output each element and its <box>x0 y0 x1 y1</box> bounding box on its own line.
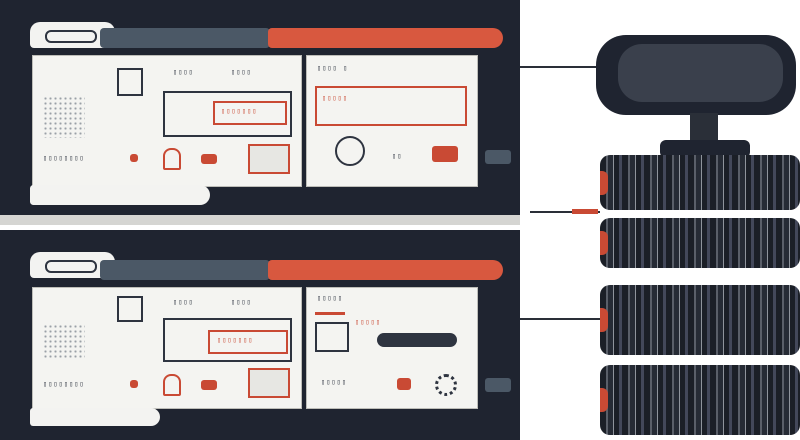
grid-icon <box>43 96 85 138</box>
bottom-left-red-label-box <box>208 330 288 354</box>
top-unit-slate-strip <box>100 28 270 48</box>
bottom-unit-red-strip <box>268 260 503 280</box>
top-unit-base <box>30 185 210 205</box>
top-cable <box>520 66 610 68</box>
bottom-right-code-a: ▯▯▯▯▯ <box>317 294 344 302</box>
bottom-left-keypad <box>248 368 290 398</box>
bottom-left-indicator <box>130 380 138 388</box>
adapter-collar <box>660 140 750 158</box>
lower-cable <box>520 318 600 320</box>
bottom-left-code-b: ▯▯▯▯ <box>231 298 252 306</box>
block-3-red-tip <box>600 308 608 332</box>
top-left-code-b: ▯▯▯▯ <box>231 68 252 76</box>
top-right-code-a: ▯▯▯▯ ▯ <box>317 64 349 72</box>
plug-icon <box>163 148 181 170</box>
bottom-right-panel: ▯▯▯▯▯ ▯▯▯▯▯ ▯▯▯▯▯ <box>306 287 478 409</box>
bottom-unit-handle-slot <box>45 260 97 273</box>
bottom-right-button[interactable] <box>397 378 411 390</box>
heat-sink-block-4 <box>600 365 800 435</box>
bottom-left-screen-frame <box>117 296 143 322</box>
bottom-left-footer-label: ▯▯▯▯▯▯▯▯ <box>43 380 85 388</box>
top-left-keypad <box>248 144 290 174</box>
adapter-plug-face <box>618 44 783 102</box>
top-right-footer-label: ▯▯ <box>392 152 403 160</box>
mid-cable <box>530 211 600 213</box>
grid-icon <box>43 324 85 360</box>
top-left-slider[interactable] <box>201 154 217 164</box>
bottom-left-panel: ▯▯▯▯ ▯▯▯▯ ▯▯▯▯▯▯▯ ▯▯▯▯▯▯▯▯ <box>32 287 302 409</box>
power-icon <box>335 136 365 166</box>
top-left-display <box>163 91 292 137</box>
top-left-panel: ▯▯▯▯ ▯▯▯▯ ▯▯▯▯▯▯▯ ▯▯▯▯▯▯▯▯ <box>32 55 302 187</box>
mid-divider <box>0 215 520 225</box>
bottom-left-red-label: ▯▯▯▯▯▯▯ <box>217 336 254 344</box>
bottom-right-switch[interactable] <box>377 333 457 347</box>
bottom-left-code-a: ▯▯▯▯ <box>173 298 194 306</box>
bottom-unit-port <box>485 378 511 392</box>
mid-cable-tip <box>572 209 598 214</box>
top-right-button[interactable] <box>432 146 458 162</box>
top-unit-handle-slot <box>45 30 97 43</box>
top-right-red-label: ▯▯▯▯▯ <box>322 94 349 102</box>
gear-icon <box>435 374 457 396</box>
plug-icon <box>163 374 181 396</box>
bottom-right-red-label: ▯▯▯▯▯ <box>355 318 382 326</box>
top-left-red-label: ▯▯▯▯▯▯▯ <box>221 107 258 115</box>
top-left-footer-label: ▯▯▯▯▯▯▯▯ <box>43 154 85 162</box>
bottom-left-slider[interactable] <box>201 380 217 390</box>
block-4-red-tip <box>600 388 608 412</box>
block-2-red-tip <box>600 231 608 255</box>
top-unit-port <box>485 150 511 164</box>
top-left-code-a: ▯▯▯▯ <box>173 68 194 76</box>
top-unit-red-strip <box>268 28 503 48</box>
top-left-screen-frame <box>117 68 143 96</box>
bottom-left-display <box>163 318 292 362</box>
top-right-panel: ▯▯▯▯ ▯ ▯▯▯▯▯ ▯▯ <box>306 55 478 187</box>
heat-sink-block-2 <box>600 218 800 268</box>
bottom-right-display <box>315 322 349 352</box>
bottom-right-red-bar <box>315 312 345 315</box>
top-right-display <box>315 86 467 126</box>
block-1-red-tip <box>600 170 608 195</box>
bottom-unit-base <box>30 408 160 426</box>
bottom-unit-slate-strip <box>100 260 270 280</box>
heat-sink-block-1 <box>600 155 800 210</box>
top-left-indicator <box>130 154 138 162</box>
heat-sink-block-3 <box>600 285 800 355</box>
bottom-right-footer-label: ▯▯▯▯▯ <box>321 378 348 386</box>
top-left-red-label-box <box>213 101 287 125</box>
